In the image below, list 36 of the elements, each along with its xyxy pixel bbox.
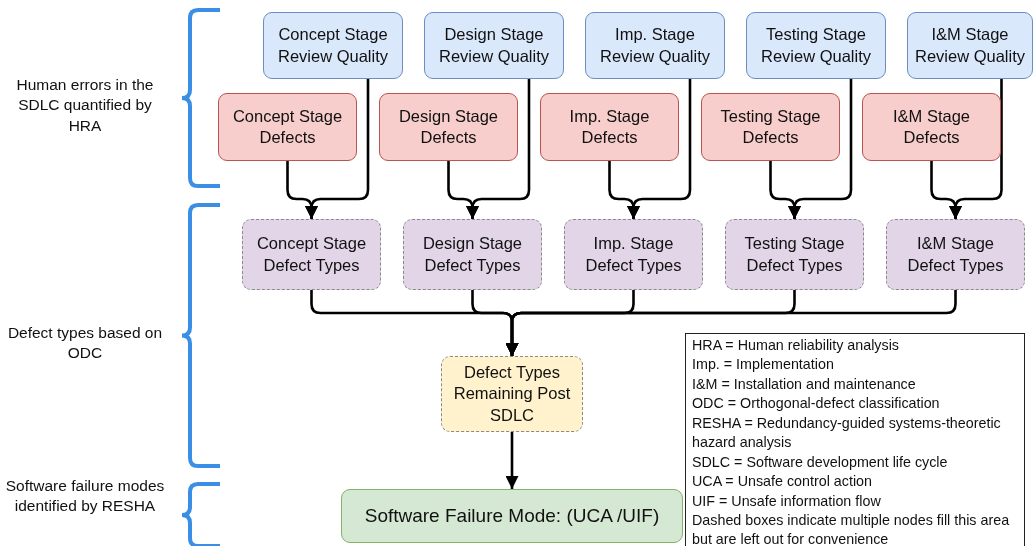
abbreviation-note: I&M = Installation and maintenance: [692, 374, 917, 394]
defect-box: I&M Stage Defects: [862, 93, 1001, 161]
abbreviation-note: UCA = Unsafe control action: [692, 472, 873, 492]
abbreviation-note: RESHA = Redundancy-guided systems-theoretic hazard analysis: [692, 413, 1002, 453]
section-label: Human errors in the SDLC quantified by HRA: [15, 75, 155, 136]
arrow: [505, 290, 957, 356]
abbreviation-note: ODC = Orthogonal-defect classification: [692, 394, 941, 414]
defect-types-box: Testing Stage Defect Types: [725, 219, 864, 290]
arrow: [505, 432, 519, 489]
defect-box: Design Stage Defects: [379, 93, 518, 161]
defect-box: Concept Stage Defects: [218, 93, 357, 161]
review-quality-box: Concept Stage Review Quality: [263, 12, 403, 79]
review-quality-box: Design Stage Review Quality: [424, 12, 564, 79]
defect-types-box: Imp. Stage Defect Types: [564, 219, 703, 290]
remaining-defects-box: Defect Types Remaining Post SDLC: [441, 356, 583, 432]
abbreviation-note: Dashed boxes indicate multiple nodes fill this area but are left out for convenience: [692, 510, 1011, 546]
defect-box: Testing Stage Defects: [701, 93, 840, 161]
abbreviation-note: Imp. = Implementation: [692, 355, 835, 375]
review-quality-box: I&M Stage Review Quality: [907, 12, 1033, 79]
arrow: [788, 79, 853, 219]
abbreviation-note: SDLC = Software development life cycle: [692, 452, 949, 472]
abbreviation-note: HRA = Human reliability analysis: [692, 336, 900, 355]
review-quality-box: Testing Stage Review Quality: [746, 12, 886, 79]
arrow: [949, 79, 1003, 219]
section-label: Software failure modes identified by RESHA: [4, 476, 166, 517]
arrow: [466, 79, 531, 219]
abbreviation-note: UIF = Unsafe information flow: [692, 491, 882, 511]
section-label: Defect types based on ODC: [6, 323, 164, 364]
defect-box: Imp. Stage Defects: [540, 93, 679, 161]
defect-types-box: I&M Stage Defect Types: [886, 219, 1025, 290]
defect-types-box: Concept Stage Defect Types: [242, 219, 381, 290]
arrow: [305, 79, 370, 219]
defect-types-box: Design Stage Defect Types: [403, 219, 542, 290]
review-quality-box: Imp. Stage Review Quality: [585, 12, 725, 79]
arrow: [627, 79, 692, 219]
failure-mode-box: Software Failure Mode: (UCA /UIF): [341, 489, 683, 543]
